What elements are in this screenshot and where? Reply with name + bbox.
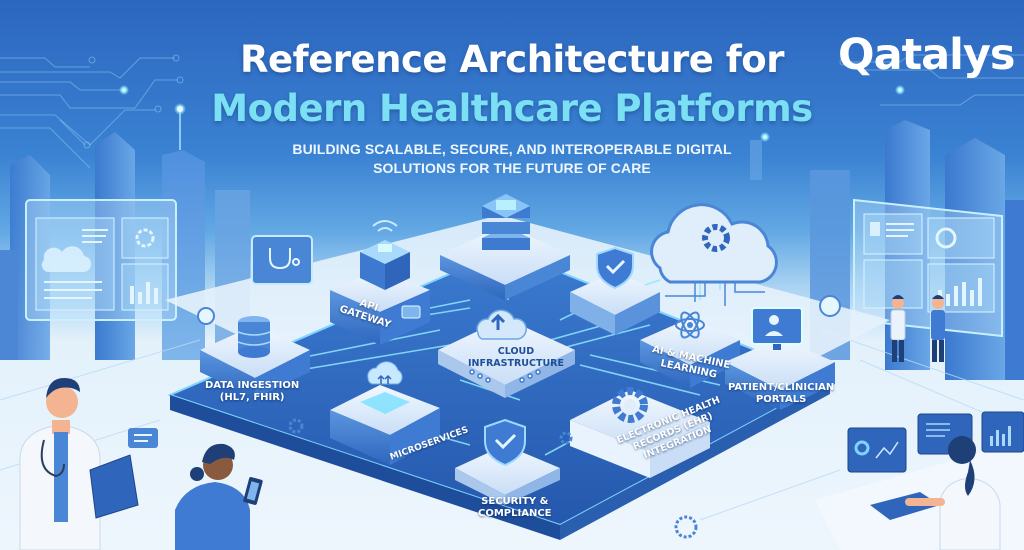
monitor — [847, 427, 907, 473]
cloud-infrastructure-label: CLOUD INFRASTRUCTURE — [468, 346, 564, 369]
tablet — [89, 454, 139, 519]
logo-initial: Q — [838, 30, 875, 80]
subtitle: BUILDING SCALABLE, SECURE, AND INTEROPER… — [0, 140, 1024, 178]
workstation-figure — [815, 411, 1024, 550]
page-title-line1: Reference Architecture for — [240, 38, 784, 81]
monitor-user-icon — [751, 307, 803, 345]
subtitle-line2: SOLUTIONS FOR THE FUTURE OF CARE — [373, 160, 651, 176]
ehr-node — [570, 387, 710, 478]
data-ingestion-label: DATA INGESTION (HL7, FHIR) — [205, 380, 300, 403]
title-block: Reference Architecture for Modern Health… — [0, 38, 1024, 178]
colleagues-figure — [890, 295, 945, 362]
chat-bubble-icon — [128, 428, 158, 448]
heartbeat-icon — [819, 295, 841, 317]
security-compliance-label: SECURITY & COMPLIANCE — [478, 496, 552, 519]
microservices-node — [330, 361, 440, 465]
gear-icon — [288, 418, 304, 434]
shield-node — [570, 246, 660, 335]
bar-chart-icon — [130, 282, 158, 304]
gear-icon — [135, 228, 155, 248]
wifi-icon — [372, 220, 398, 232]
stethoscope-icon — [40, 439, 65, 478]
patient-figure — [175, 443, 263, 550]
cloud-upload-icon — [197, 307, 215, 325]
database-icon — [237, 316, 271, 358]
cloud-icon — [41, 246, 92, 273]
ai-ml-node — [640, 311, 740, 388]
page-title-line2: Modern Healthcare Platforms — [211, 87, 813, 130]
api-gateway-node — [330, 220, 430, 345]
donut-chart-icon — [935, 227, 957, 249]
portals-node — [725, 307, 835, 410]
server-stack-icon — [440, 194, 570, 300]
subtitle-line1: BUILDING SCALABLE, SECURE, AND INTEROPER… — [292, 141, 732, 157]
brand-logo: Qatalys — [838, 30, 1016, 80]
atom-icon — [675, 311, 705, 339]
portals-label: PATIENT/CLINICIAN PORTALS — [728, 382, 835, 405]
shield-check-icon — [484, 418, 526, 467]
stethoscope-icon — [269, 248, 291, 270]
data-ingestion-node — [200, 316, 310, 398]
logo-text: atalys — [873, 30, 1016, 80]
cloud-gear-icon — [650, 203, 778, 306]
gear-icon — [612, 387, 648, 423]
left-dashboard-screen — [25, 199, 177, 321]
cloud-upload-icon — [476, 309, 527, 340]
security-compliance-node — [455, 418, 560, 505]
cloud-infrastructure-node — [438, 309, 575, 398]
stethoscope-panel — [251, 235, 313, 285]
doctor-figure — [19, 378, 158, 550]
right-dashboard-screen — [853, 198, 1003, 338]
